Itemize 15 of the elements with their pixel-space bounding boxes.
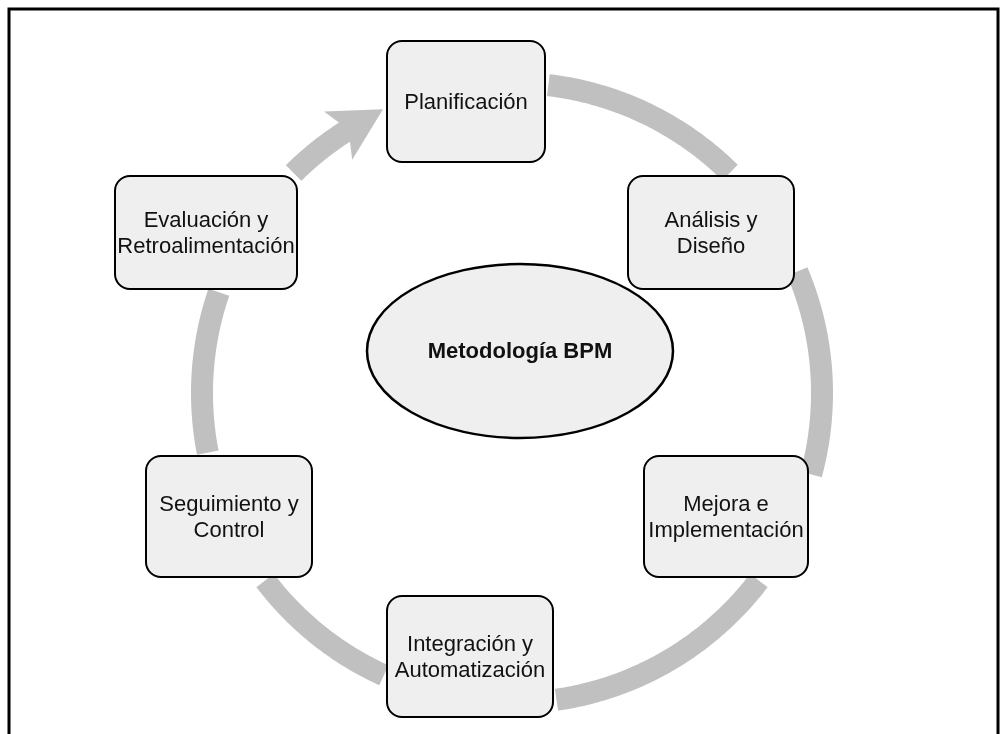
process-box [145,455,313,578]
node-label: Planificación [403,88,529,115]
process-box [627,175,795,290]
node-label: Mejora e Implementación [647,491,805,542]
node-label: Metodología BPM [426,338,614,364]
node-label: Análisis y Diseño [663,207,759,258]
process-box [386,595,554,718]
node-label: Integración y Automatización [393,631,547,682]
node-label: Evaluación y Retroalimentación [116,207,296,258]
process-box [386,40,546,163]
process-box [643,455,809,578]
ellipse-node [365,262,675,440]
node-label: Seguimiento y Control [158,491,300,542]
process-box [114,175,298,290]
cycle-arrow [284,109,383,182]
